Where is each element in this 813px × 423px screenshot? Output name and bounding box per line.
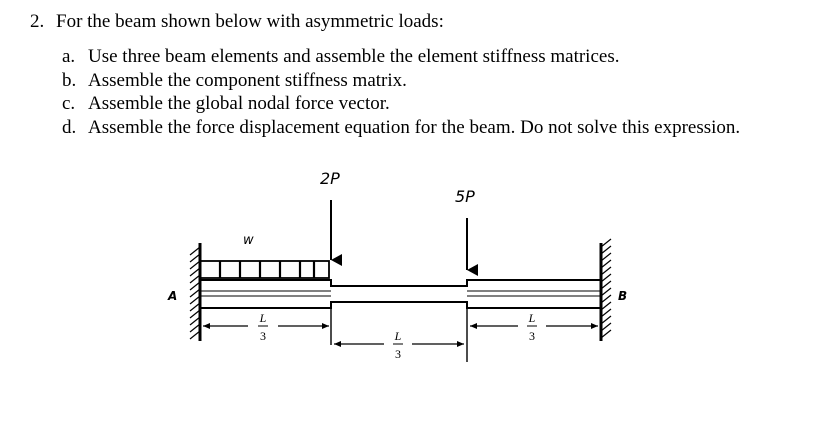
dimension-segment-1: L 3 xyxy=(203,311,329,343)
left-fixed-support xyxy=(189,243,202,341)
dimension-segment-2: L 3 xyxy=(334,329,464,361)
sub-question-b: b. Assemble the component stiffness matri… xyxy=(62,69,740,93)
sub-question-text: Assemble the global nodal force vector. xyxy=(88,93,390,114)
right-fixed-support xyxy=(599,238,612,341)
dimension-1-numerator: L xyxy=(259,311,267,325)
dimension-2-numerator: L xyxy=(394,329,402,343)
sub-question-text: Assemble the force displacement equation… xyxy=(88,116,741,138)
dimension-2-denominator: 3 xyxy=(395,347,401,361)
point-load-left-label: 2P xyxy=(320,169,340,188)
dimension-3-numerator: L xyxy=(528,311,536,325)
question-header: 2. For the beam shown below with asymmetr… xyxy=(30,11,444,33)
question-number: 2. xyxy=(30,11,45,32)
distributed-load-label: w xyxy=(243,233,254,248)
sub-question-c: c. Assemble the global nodal force vector… xyxy=(62,92,740,116)
dimension-1-denominator: 3 xyxy=(260,329,266,343)
sub-question-text: Use three beam elements and assemble the… xyxy=(88,46,620,67)
sub-question-letter: d. xyxy=(62,116,77,138)
stepped-beam xyxy=(200,279,601,309)
sub-question-letter: a. xyxy=(62,46,76,67)
sub-question-d: d. Assemble the force displacement equati… xyxy=(62,116,740,140)
dimension-extension-lines xyxy=(330,308,468,362)
sub-question-text: Assemble the component stiffness matrix. xyxy=(88,69,407,91)
sub-question-letter: c. xyxy=(62,93,76,114)
distributed-load xyxy=(199,260,330,279)
sub-question-letter: b. xyxy=(62,69,77,91)
dimension-3-denominator: 3 xyxy=(529,329,535,343)
sub-question-a: a. Use three beam elements and assemble t… xyxy=(62,45,740,69)
support-right-label: B xyxy=(618,289,627,303)
dimension-segment-3: L 3 xyxy=(470,311,598,343)
question-prompt: For the beam shown below with asymmetric… xyxy=(56,11,444,32)
point-load-right-label: 5P xyxy=(455,187,475,206)
support-left-label: A xyxy=(167,289,177,303)
sub-question-list: a. Use three beam elements and assemble t… xyxy=(62,45,740,139)
